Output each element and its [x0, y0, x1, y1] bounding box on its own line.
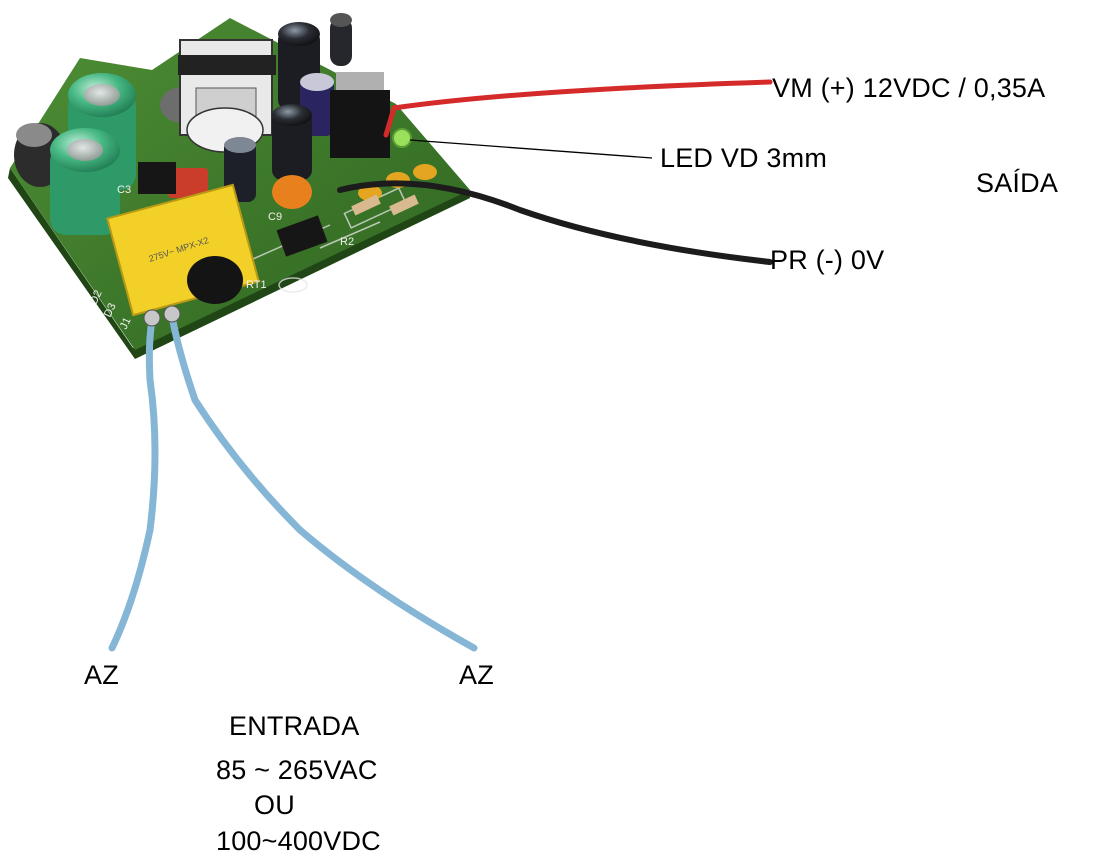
silk-r2: R2 [340, 236, 354, 248]
wire-blue-right [168, 312, 478, 652]
red-capacitor [168, 168, 208, 198]
input-section-label: ENTRADA [229, 711, 360, 741]
black-capacitor-2 [272, 104, 312, 126]
input-wire-right-label: AZ [459, 660, 494, 690]
optocoupler [276, 215, 328, 257]
input-or-label: OU [254, 790, 295, 820]
thermistor [187, 256, 243, 304]
silk-c3: C3 [117, 184, 131, 196]
ic-chip [138, 162, 176, 194]
led-green [392, 128, 412, 148]
silk-c9: C9 [268, 211, 282, 223]
wire-blue-left [108, 316, 159, 652]
orange-capacitor [272, 175, 312, 209]
silk-rt1: RT1 [246, 279, 267, 291]
input-ac-range: 85 ~ 265VAC [216, 755, 378, 785]
input-dc-range: 100~400VDC [216, 826, 381, 856]
output-negative-label: PR (-) 0V [770, 245, 885, 275]
output-section-label: SAÍDA [976, 168, 1059, 198]
wire-black [337, 180, 773, 265]
silk-d3: D3 [102, 301, 119, 319]
silk-j1: J1 [118, 316, 134, 332]
led-label: LED VD 3mm [660, 143, 828, 173]
silk-d2: D2 [88, 288, 105, 306]
wire-red [383, 79, 773, 138]
output-positive-label: VM (+) 12VDC / 0,35A [772, 73, 1046, 103]
led-leader-line [409, 139, 653, 159]
input-wire-left-label: AZ [84, 660, 119, 690]
purple-capacitor [300, 73, 334, 91]
regulator [330, 90, 390, 158]
black-capacitor-1 [278, 22, 320, 46]
